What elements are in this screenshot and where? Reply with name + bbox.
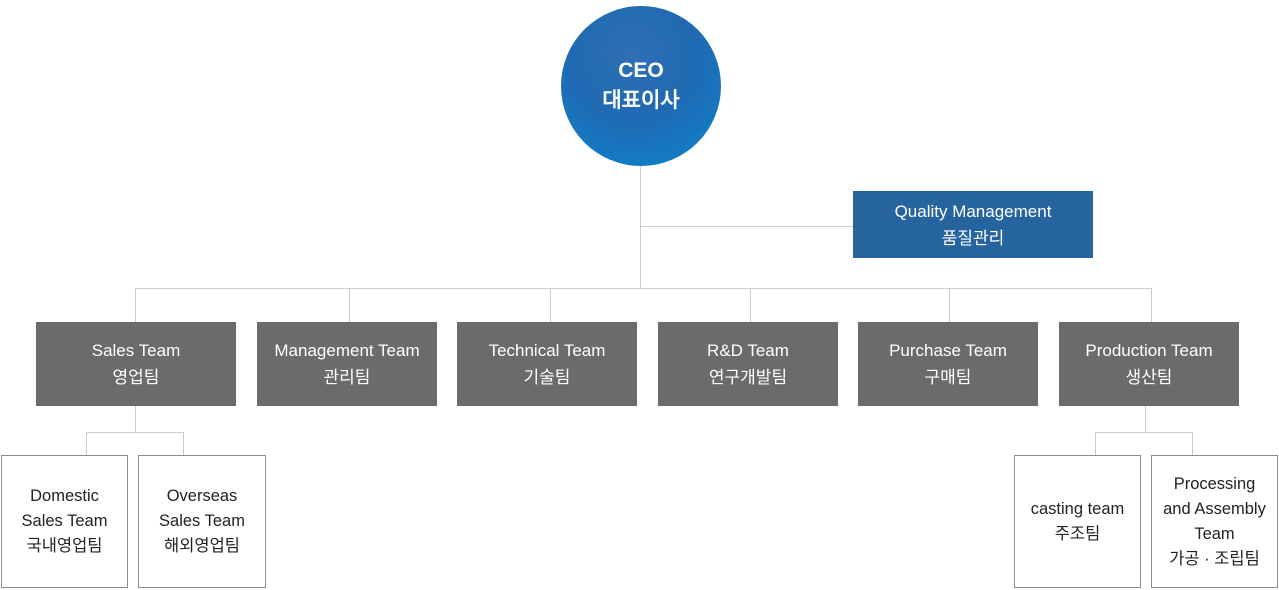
subteam-line: and Assembly [1163, 499, 1266, 518]
subteam-line: 주조팀 [1054, 524, 1101, 543]
quality-subtitle: 품질관리 [941, 228, 1005, 248]
subteam-overseas-sales: Overseas Sales Team 해외영업팀 [138, 455, 266, 588]
connector-teams-horizontal [135, 288, 1152, 289]
connector-team-drop [349, 288, 350, 322]
connector-sales-drop [183, 432, 184, 455]
subteam-processing-assembly: Processing and Assembly Team 가공 · 조립팀 [1151, 455, 1278, 588]
subteam-line: 국내영업팀 [26, 537, 103, 555]
subteam-line: Domestic [30, 487, 99, 505]
team-subtitle: 기술팀 [523, 368, 571, 387]
quality-title: Quality Management [894, 201, 1052, 221]
connector-team-drop [135, 288, 136, 322]
connector-production-vertical [1145, 406, 1146, 432]
team-purchase: Purchase Team 구매팀 [858, 322, 1038, 406]
subteam-casting: casting team 주조팀 [1014, 455, 1141, 588]
connector-sales-vertical [135, 406, 136, 432]
ceo-node: CEO 대표이사 [561, 6, 721, 166]
connector-team-drop [1151, 288, 1152, 322]
subteam-line: Overseas [166, 487, 238, 505]
connector-sales-drop [86, 432, 87, 455]
quality-management-node: Quality Management 품질관리 [853, 191, 1093, 258]
subteam-line: Sales Team [159, 512, 245, 530]
connector-production-drop [1095, 432, 1096, 455]
team-subtitle: 연구개발팀 [708, 368, 788, 387]
team-subtitle: 영업팀 [112, 368, 160, 387]
connector-production-horizontal [1095, 432, 1193, 433]
subteam-line: Sales Team [21, 512, 108, 530]
team-production: Production Team 생산팀 [1059, 322, 1239, 406]
ceo-title: CEO [618, 59, 664, 82]
team-rnd: R&D Team 연구개발팀 [658, 322, 838, 406]
connector-quality-horizontal [640, 226, 853, 227]
subteam-domestic-sales: Domestic Sales Team 국내영업팀 [1, 455, 128, 588]
team-title: Purchase Team [889, 341, 1007, 360]
team-subtitle: 생산팀 [1125, 368, 1173, 387]
team-technical: Technical Team 기술팀 [457, 322, 637, 406]
team-title: Production Team [1085, 341, 1213, 360]
team-management: Management Team 관리팀 [257, 322, 437, 406]
ceo-subtitle: 대표이사 [602, 89, 680, 112]
connector-team-drop [949, 288, 950, 322]
team-title: R&D Team [707, 341, 789, 360]
team-title: Sales Team [91, 341, 181, 360]
connector-production-drop [1192, 432, 1193, 455]
subteam-line: casting team [1030, 499, 1125, 518]
connector-team-drop [750, 288, 751, 322]
subteam-line: 해외영업팀 [164, 537, 240, 555]
team-sales: Sales Team 영업팀 [36, 322, 236, 406]
team-subtitle: 구매팀 [924, 368, 972, 387]
team-title: Technical Team [488, 341, 606, 360]
team-title: Management Team [274, 341, 420, 360]
subteam-line: 가공 · 조립팀 [1169, 549, 1260, 568]
connector-ceo-vertical [640, 166, 641, 289]
subteam-line: Team [1194, 524, 1235, 543]
subteam-line: Processing [1173, 474, 1256, 493]
connector-team-drop [550, 288, 551, 322]
team-subtitle: 관리팀 [323, 368, 371, 387]
connector-sales-horizontal [86, 432, 184, 433]
